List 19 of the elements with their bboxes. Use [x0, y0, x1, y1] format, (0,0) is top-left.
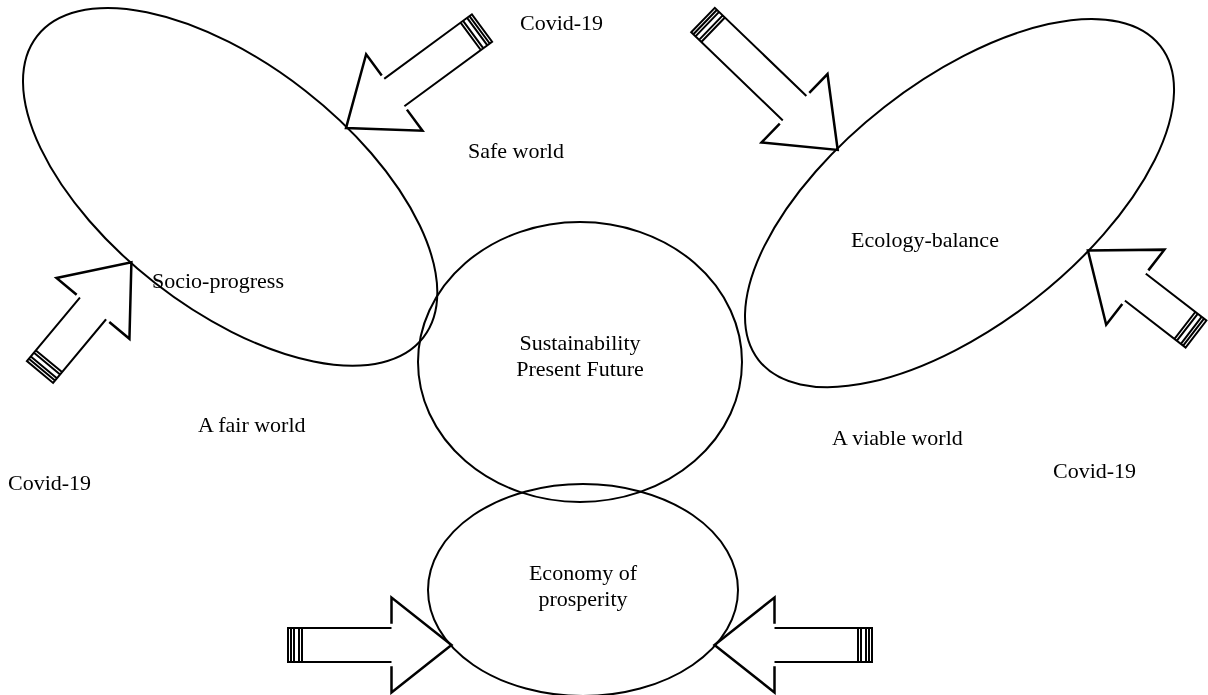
ellipse-node [22, 8, 438, 366]
node-label: Sustainability Present Future [515, 330, 645, 382]
node-label: Socio-progress [151, 268, 285, 294]
block-arrow [713, 596, 873, 694]
block-arrow [287, 596, 453, 694]
block-arrow [344, 12, 494, 132]
text-label: Safe world [468, 138, 564, 164]
node-label: Economy of prosperity [527, 560, 639, 612]
block-arrow [25, 261, 133, 385]
text-label: Covid-19 [8, 470, 92, 496]
text-label: A viable world [832, 425, 963, 451]
node-label: Ecology-balance [850, 227, 1000, 253]
block-arrow [1086, 248, 1208, 349]
text-label: A fair world [198, 412, 306, 438]
block-arrow [689, 6, 839, 152]
ellipse-node [418, 222, 742, 502]
text-label: Covid-19 [1053, 458, 1137, 484]
text-label: Covid-19 [520, 10, 604, 36]
ellipse-node [745, 18, 1175, 388]
